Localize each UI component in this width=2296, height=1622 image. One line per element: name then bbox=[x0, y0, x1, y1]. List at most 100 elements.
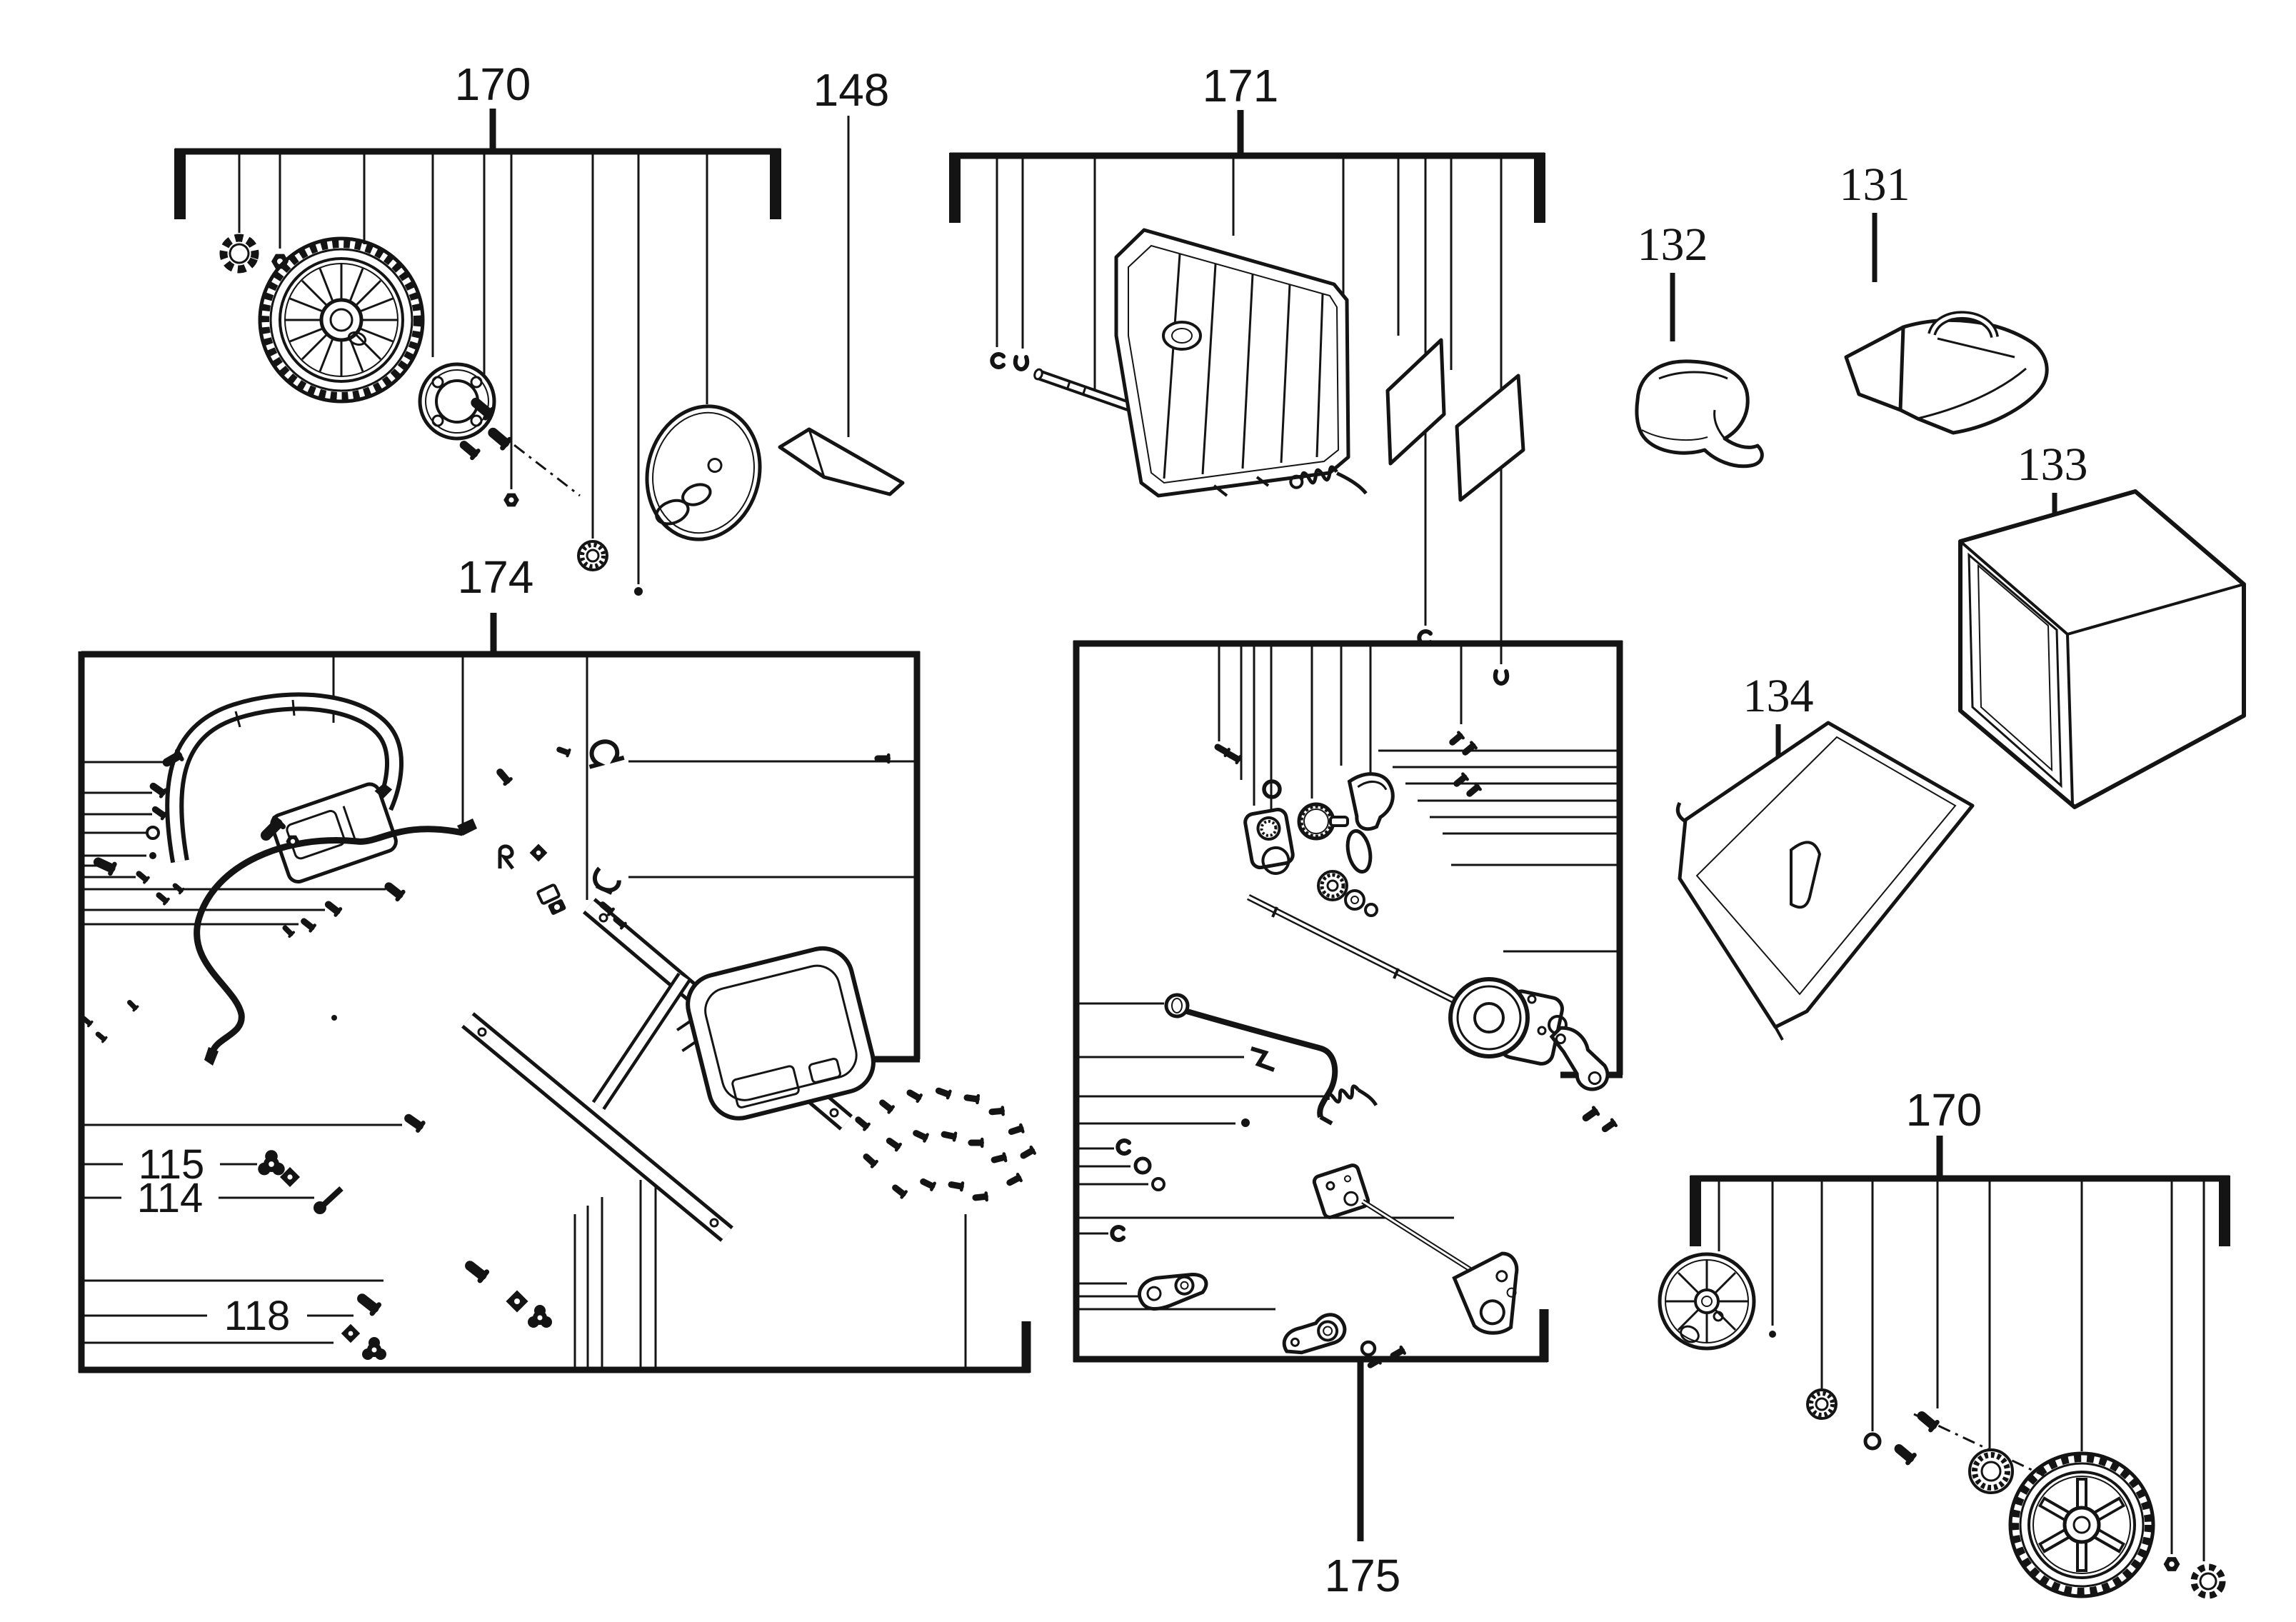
group-label-133: 133 bbox=[2017, 439, 2088, 491]
hex-nut bbox=[2163, 1557, 2180, 1571]
group-148: 148 bbox=[778, 64, 905, 496]
box-175-border bbox=[1073, 640, 1623, 1541]
square-nut bbox=[506, 1290, 528, 1313]
lower-handle-housing bbox=[676, 946, 876, 1121]
callout-114: 114 bbox=[84, 1175, 344, 1221]
screw bbox=[1583, 1108, 1598, 1121]
group-170-top-left: 170 bbox=[174, 59, 781, 596]
group-134: 134 bbox=[1675, 670, 1975, 1041]
pivot-bracket bbox=[1138, 1273, 1208, 1311]
small-parts-top bbox=[497, 739, 888, 928]
control-cable bbox=[194, 818, 477, 1066]
square-nut bbox=[341, 1323, 361, 1343]
group-171: 171 bbox=[949, 60, 1545, 684]
screw-set bbox=[1450, 733, 1480, 796]
gear-set bbox=[1317, 870, 1377, 916]
bracket-170-top-left bbox=[174, 109, 781, 219]
callout-118: 118 bbox=[84, 1293, 386, 1360]
group-label-171: 171 bbox=[1203, 60, 1279, 111]
shift-arm bbox=[1549, 1026, 1610, 1091]
bag-lid-part bbox=[1844, 311, 2049, 435]
coil-spring bbox=[1325, 1084, 1378, 1106]
u-clip bbox=[1016, 357, 1027, 369]
drive-bolt-pair bbox=[1216, 744, 1240, 763]
bushing bbox=[1153, 1178, 1164, 1190]
group-174: 174 bbox=[78, 551, 1035, 1373]
spoked-hub-cap bbox=[1658, 1252, 1756, 1351]
foam-pad bbox=[1385, 338, 1446, 466]
o-ring-large bbox=[1345, 828, 1373, 874]
wing-knob bbox=[362, 1337, 386, 1360]
bolt bbox=[359, 1294, 379, 1313]
screw-cluster bbox=[856, 1088, 1035, 1201]
bracket-171 bbox=[949, 110, 1545, 223]
rear-door bbox=[1114, 228, 1350, 498]
box-174-border bbox=[78, 613, 1031, 1373]
group-170-bottom-right: 170 bbox=[1658, 1084, 2230, 1599]
wing-knob bbox=[528, 1305, 552, 1328]
pinion-motor bbox=[1297, 802, 1349, 841]
flange-nut bbox=[1808, 1390, 1836, 1418]
group-label-170-bottom-right: 170 bbox=[1906, 1084, 1982, 1136]
group-label-131: 131 bbox=[1840, 159, 1910, 211]
hub-cap bbox=[645, 404, 762, 541]
hex-nut-small bbox=[503, 493, 519, 507]
o-ring bbox=[1863, 1432, 1882, 1451]
axle-bracket-assembly bbox=[1312, 1163, 1519, 1335]
cable-clip bbox=[588, 739, 625, 769]
axle-shaft bbox=[1246, 893, 1495, 1023]
u-clip-2 bbox=[1495, 671, 1507, 684]
c-clip bbox=[992, 354, 1003, 367]
gear-housing bbox=[1243, 808, 1295, 875]
bolt bbox=[466, 1261, 486, 1281]
wire-hook bbox=[1250, 1046, 1275, 1072]
group-132: 132 bbox=[1635, 219, 1764, 469]
bearing-bracket bbox=[1282, 1313, 1347, 1355]
group-175: 175 bbox=[1073, 640, 1623, 1601]
flange-nut bbox=[578, 541, 607, 570]
foam-pad-2 bbox=[1455, 374, 1525, 502]
group-label-170-top-left: 170 bbox=[455, 59, 531, 110]
lock-ring-rear bbox=[2190, 1563, 2226, 1599]
bracket-170-bottom-right bbox=[1690, 1136, 2230, 1246]
deflector-chute bbox=[1675, 721, 1975, 1041]
lock-ring bbox=[219, 234, 259, 274]
group-131: 131 bbox=[1840, 159, 2049, 435]
leader-lines-170-bottom-right bbox=[1718, 1178, 2205, 1561]
small-fasteners-left bbox=[82, 751, 423, 1130]
wing-knob bbox=[258, 1150, 285, 1176]
gearbox bbox=[1448, 977, 1568, 1066]
group-label-174: 174 bbox=[458, 551, 534, 603]
upper-handle-bail bbox=[165, 692, 403, 863]
group-133: 133 bbox=[1958, 439, 2246, 809]
end-cap bbox=[1347, 772, 1395, 831]
callout-115: 115 bbox=[84, 1141, 301, 1188]
group-label-134: 134 bbox=[1743, 670, 1814, 722]
door-spring bbox=[1289, 465, 1368, 495]
pin-dot bbox=[1241, 1118, 1250, 1127]
screw bbox=[1603, 1120, 1616, 1132]
callout-label-118: 118 bbox=[224, 1293, 290, 1339]
c-clip bbox=[1112, 1227, 1123, 1240]
group-label-132: 132 bbox=[1638, 219, 1708, 271]
washer bbox=[1362, 1342, 1375, 1355]
grass-box bbox=[1958, 489, 2246, 809]
callout-label-114: 114 bbox=[137, 1175, 203, 1221]
c-clip bbox=[1118, 1141, 1129, 1153]
tread-wheel-rear bbox=[2008, 1451, 2155, 1598]
carriage-bolt bbox=[314, 1186, 344, 1214]
pin bbox=[1769, 1331, 1776, 1338]
axle-bolts bbox=[1895, 1412, 2045, 1477]
tread-wheel-front bbox=[258, 236, 425, 404]
r-clip bbox=[498, 844, 514, 870]
pin bbox=[634, 587, 643, 596]
bearing-ring bbox=[1968, 1448, 2014, 1494]
blade-strip bbox=[778, 427, 905, 496]
group-label-175: 175 bbox=[1325, 1550, 1401, 1601]
group-label-148: 148 bbox=[813, 64, 890, 116]
leader-lines-174 bbox=[84, 654, 967, 1370]
hardware-trio-right bbox=[84, 1261, 552, 1328]
side-cover-part bbox=[1635, 359, 1764, 469]
